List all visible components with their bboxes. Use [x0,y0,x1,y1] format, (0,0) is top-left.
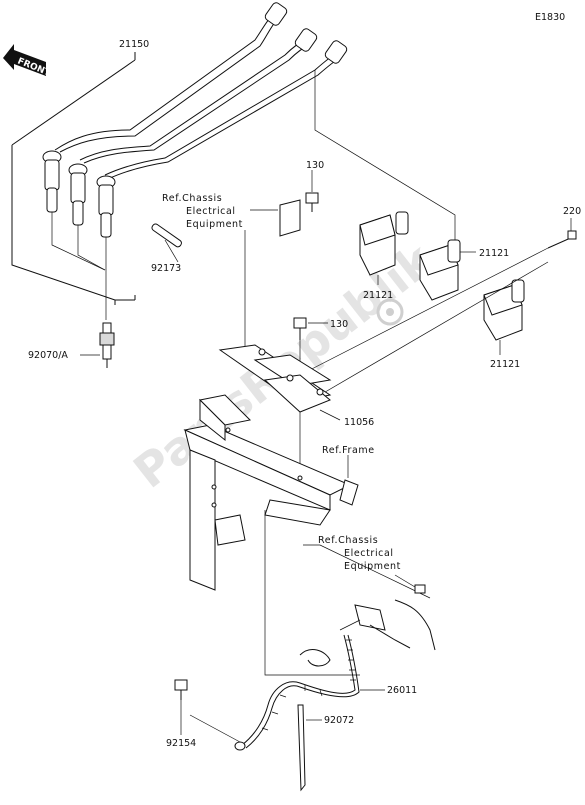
frame-section [183,394,359,591]
front-arrow-icon: FRONT [3,44,52,79]
diagram-id: E1830 [535,12,565,23]
coil-bracket-11056 [218,344,341,421]
ignition-coil-left [359,211,409,285]
part-label-11056: 11056 [344,417,374,428]
part-label-92154: 92154 [166,738,196,749]
ground-cable-26011 [234,634,385,751]
ref-frame-label: Ref.Frame [322,445,375,456]
spark-plug-92070a [80,322,115,368]
clamp-92173 [151,223,182,263]
ref-chassis-bottom-line1: Ref.Chassis [318,535,378,546]
part-label-92072: 92072 [324,715,354,726]
part-label-21150: 21150 [119,39,149,50]
bolt-220 [299,218,577,396]
part-label-21121-mid: 21121 [479,248,509,259]
part-label-130-mid: 130 [330,319,348,330]
part-label-92070a: 92070/A [28,350,68,361]
part-label-26011: 26011 [387,685,417,696]
ignition-coil-right [483,279,525,355]
ref-chassis-bottom-line2: Electrical [344,548,394,559]
spark-plug-leads-21150 [11,2,456,320]
bolt-92154 [174,679,241,743]
ref-chassis-top-line2: Electrical [186,206,236,217]
part-label-21121-right: 21121 [490,359,520,370]
part-label-21121-left: 21121 [363,290,393,301]
ref-chassis-top-line1: Ref.Chassis [162,193,222,204]
cable-tie-92072 [297,704,322,792]
ref-chassis-bottom-line3: Equipment [344,561,401,572]
bolt-130-top [305,170,319,212]
part-label-220: 220 [563,206,581,217]
ref-chassis-top-line3: Equipment [186,219,243,230]
bracket-chassis [244,199,301,350]
part-label-92173: 92173 [151,263,181,274]
ignition-coil-middle [419,239,476,301]
part-label-130-top: 130 [306,160,324,171]
chassis-bottom-fittings [299,574,436,667]
watermark-gear-icon [376,298,404,326]
